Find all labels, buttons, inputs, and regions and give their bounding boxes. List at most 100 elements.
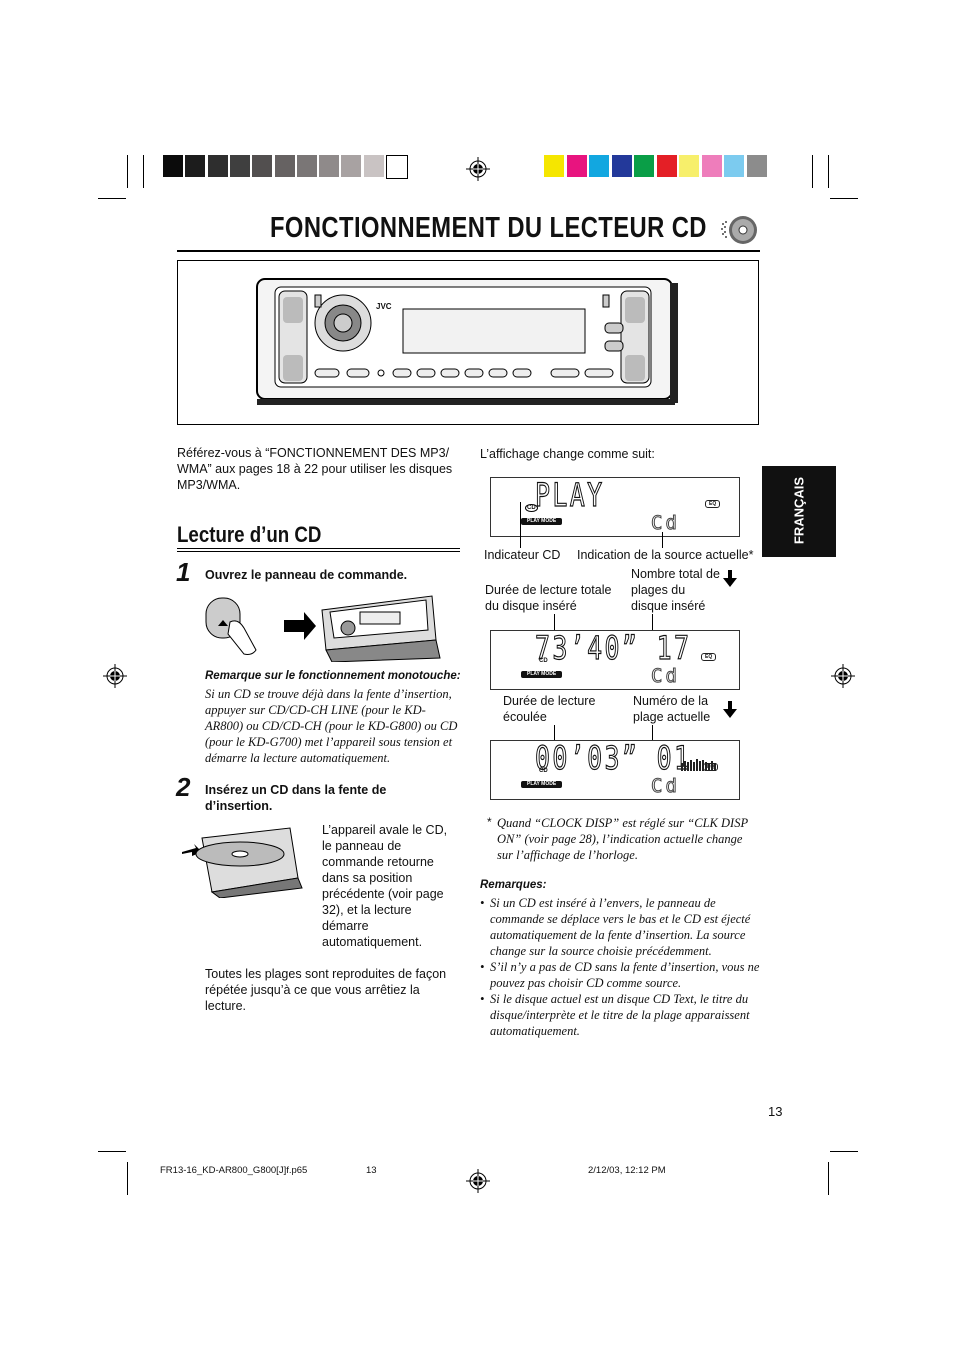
lcd-main-text: 00’03” 01 bbox=[535, 738, 692, 777]
down-arrow-icon bbox=[723, 578, 737, 587]
eq-badge: EQ bbox=[705, 500, 721, 508]
indicator-line bbox=[554, 614, 555, 630]
registration-mark-icon bbox=[831, 664, 855, 688]
remark-text: Si un CD est inséré à l’envers, le panne… bbox=[490, 896, 751, 958]
cd-disc-icon bbox=[721, 216, 757, 244]
note-title: Remarque sur le fonctionnement monotouch… bbox=[205, 670, 461, 682]
page-number: 13 bbox=[768, 1104, 783, 1119]
label-total-time: Durée de lecture totale du disque inséré bbox=[485, 583, 612, 613]
footnote-text: Quand “CLOCK DISP” est réglé sur “CLK DI… bbox=[497, 816, 748, 862]
crop-mark bbox=[98, 198, 126, 199]
remarks-title: Remarques: bbox=[480, 879, 547, 891]
crop-mark bbox=[830, 198, 858, 199]
remark-text: S’il n’y a pas de CD sans la fente d’ins… bbox=[490, 960, 760, 990]
gray-swatch bbox=[163, 155, 183, 177]
play-mode-badge: PLAY MODE bbox=[521, 671, 563, 678]
step-text: Insérez un CD dans la fente de d’inserti… bbox=[205, 783, 387, 813]
label-current-track: Numéro de la plage actuelle bbox=[633, 694, 711, 724]
gray-swatch bbox=[363, 155, 384, 177]
display-intro: L’affichage change comme suit: bbox=[480, 447, 655, 461]
step-text: Ouvrez le panneau de commande. bbox=[205, 568, 408, 582]
play-mode-badge: PLAY MODE bbox=[521, 781, 563, 788]
note-text: Si un CD se trouve déjà dans la fente d’… bbox=[205, 687, 458, 765]
level-meter-icon bbox=[681, 759, 716, 771]
remark-item: •Si le disque actuel est un disque CD Te… bbox=[480, 991, 760, 1039]
label-elapsed: Durée de lecture écoulée bbox=[503, 694, 596, 724]
color-swatch bbox=[566, 155, 587, 177]
gray-swatch bbox=[207, 155, 228, 177]
gray-swatch bbox=[319, 155, 340, 177]
lcd-main-text: PLAY bbox=[535, 475, 605, 514]
lcd-source-text: Cd bbox=[651, 775, 680, 798]
indicator-line bbox=[652, 725, 653, 740]
repeat-text: Toutes les plages sont reproduites de fa… bbox=[205, 967, 447, 1013]
registration-mark-icon bbox=[466, 1169, 490, 1193]
indicator-line bbox=[520, 502, 521, 548]
label-cd-indicator: Indicateur CD bbox=[484, 548, 561, 562]
brand-logo: JVC bbox=[376, 302, 392, 311]
crop-mark bbox=[127, 1162, 128, 1195]
remarks-list: •Si un CD est inséré à l’envers, le pann… bbox=[480, 895, 760, 1039]
crop-mark bbox=[127, 155, 128, 188]
color-swatch bbox=[746, 155, 767, 177]
gray-swatch bbox=[229, 155, 250, 177]
insert-cd-illustration bbox=[182, 827, 303, 898]
page-title: FONCTIONNEMENT DU LECTEUR CD bbox=[270, 212, 707, 244]
gray-swatch bbox=[185, 155, 206, 177]
step-number: 1 bbox=[176, 557, 191, 587]
cd-indicator: CD bbox=[539, 768, 548, 774]
indicator-line bbox=[554, 725, 555, 740]
section-underline bbox=[177, 548, 460, 549]
down-arrow-icon bbox=[728, 570, 732, 578]
gray-swatch bbox=[296, 155, 317, 177]
eq-badge: EQ bbox=[701, 653, 717, 661]
head-unit-illustration bbox=[256, 278, 678, 405]
intro-paragraph: Référez-vous à “FONCTIONNEMENT DES MP3/ … bbox=[177, 446, 453, 492]
remark-item: •S’il n’y a pas de CD sans la fente d’in… bbox=[480, 960, 760, 990]
language-tab bbox=[762, 466, 836, 557]
color-swatch bbox=[701, 155, 722, 177]
color-swatch bbox=[656, 155, 677, 177]
remark-item: •Si un CD est inséré à l’envers, le pann… bbox=[480, 895, 760, 959]
footnote-star: * bbox=[487, 815, 492, 829]
title-underline bbox=[177, 250, 760, 252]
gray-swatch bbox=[386, 155, 408, 179]
lcd-main-text: 73’40” 17 bbox=[535, 628, 692, 667]
crop-mark bbox=[830, 1151, 858, 1152]
crop-mark bbox=[812, 155, 813, 188]
down-arrow-icon bbox=[723, 709, 737, 718]
registration-mark-icon bbox=[103, 664, 127, 688]
crop-mark bbox=[143, 155, 144, 188]
language-tab-label: FRANÇAIS bbox=[791, 476, 807, 545]
gray-swatch bbox=[341, 155, 362, 177]
color-swatch bbox=[679, 155, 699, 177]
cd-indicator: CD bbox=[539, 658, 548, 664]
footer-date: 2/12/03, 12:12 PM bbox=[588, 1165, 666, 1176]
section-heading: Lecture d’un CD bbox=[177, 522, 322, 547]
cd-indicator: CD bbox=[525, 504, 538, 512]
insert-description: L’appareil avale le CD, le panneau de co… bbox=[322, 823, 448, 949]
color-swatch bbox=[724, 155, 744, 177]
registration-mark-icon bbox=[466, 157, 490, 181]
gray-swatch bbox=[274, 155, 295, 177]
crop-mark bbox=[98, 1151, 126, 1152]
indicator-line bbox=[652, 614, 653, 630]
lcd-screen-play: PLAY CD PLAY MODE EQ Cd bbox=[490, 475, 740, 537]
head-unit-frame bbox=[177, 260, 759, 425]
crop-mark bbox=[828, 155, 829, 188]
remark-text: Si le disque actuel est un disque CD Tex… bbox=[490, 992, 750, 1038]
play-mode-badge: PLAY MODE bbox=[521, 518, 563, 525]
label-source-indication: Indication de la source actuelle* bbox=[577, 548, 754, 562]
indicator-line bbox=[662, 532, 663, 548]
footer-page: 13 bbox=[366, 1165, 377, 1176]
gray-swatch bbox=[252, 155, 273, 177]
label-total-tracks: Nombre total de plages du disque inséré bbox=[631, 567, 720, 613]
footer-file: FR13-16_KD-AR800_G800[J]f.p65 bbox=[160, 1165, 308, 1176]
color-swatch bbox=[589, 155, 609, 177]
lcd-source-text: Cd bbox=[651, 665, 680, 688]
color-swatch bbox=[611, 155, 632, 177]
lcd-screen-elapsed: 00’03” 01 CD PLAY MODE EQ Cd bbox=[490, 738, 740, 800]
color-swatch bbox=[544, 155, 564, 177]
crop-mark bbox=[828, 1162, 829, 1195]
lcd-source-text: Cd bbox=[651, 512, 680, 535]
